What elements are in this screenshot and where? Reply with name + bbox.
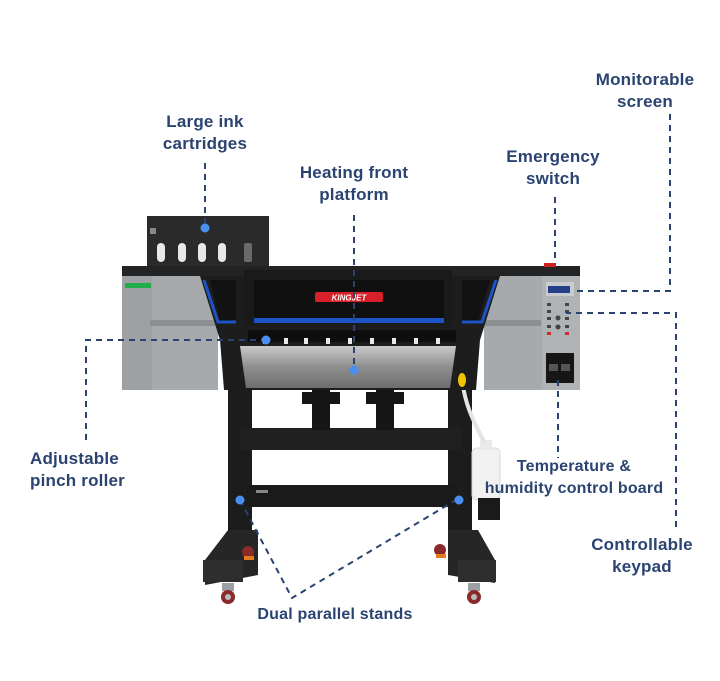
callout-monitorable-screen: Monitorable screen	[580, 69, 710, 113]
printer-body: KINGJET	[122, 263, 580, 390]
callout-emergency-switch: Emergency switch	[494, 146, 612, 190]
callout-line: screen	[616, 92, 674, 111]
callout-line: Heating front	[299, 163, 409, 182]
stand	[203, 379, 501, 604]
ink-cartridge-box	[147, 216, 269, 268]
callout-line: switch	[525, 169, 581, 188]
callout-dual-parallel-stands: Dual parallel stands	[244, 604, 426, 626]
callout-line: Large ink	[166, 112, 244, 131]
callout-line: Temperature &	[516, 458, 632, 475]
svg-text:KINGJET: KINGJET	[332, 294, 368, 303]
callout-line: platform	[319, 185, 389, 204]
callout-line: Monitorable	[595, 70, 695, 89]
callout-heating-front-platform: Heating front platform	[284, 162, 424, 206]
callout-line: cartridges	[162, 134, 248, 153]
brand-logo	[315, 292, 383, 302]
callout-large-ink-cartridges: Large ink cartridges	[148, 111, 262, 155]
callout-line: Adjustable	[30, 449, 119, 468]
callout-line: keypad	[612, 557, 672, 576]
callout-line: Emergency	[506, 147, 600, 166]
callout-line: pinch roller	[30, 471, 125, 490]
leader-lines	[85, 114, 677, 600]
marker-stand-right	[454, 495, 464, 505]
marker-heating-platform	[349, 365, 359, 375]
marker-dots	[200, 223, 464, 505]
callout-line: Controllable	[591, 535, 693, 554]
callout-temperature-humidity-board: Temperature & humidity control board	[476, 456, 672, 500]
callout-adjustable-pinch-roller: Adjustable pinch roller	[30, 448, 152, 492]
callout-controllable-keypad: Controllable keypad	[580, 534, 704, 578]
marker-ink-cartridges	[200, 223, 210, 233]
marker-stand-left	[235, 495, 245, 505]
marker-pinch-roller	[261, 335, 271, 345]
callout-line: humidity control board	[484, 480, 664, 497]
callout-line: Dual parallel stands	[257, 606, 413, 623]
